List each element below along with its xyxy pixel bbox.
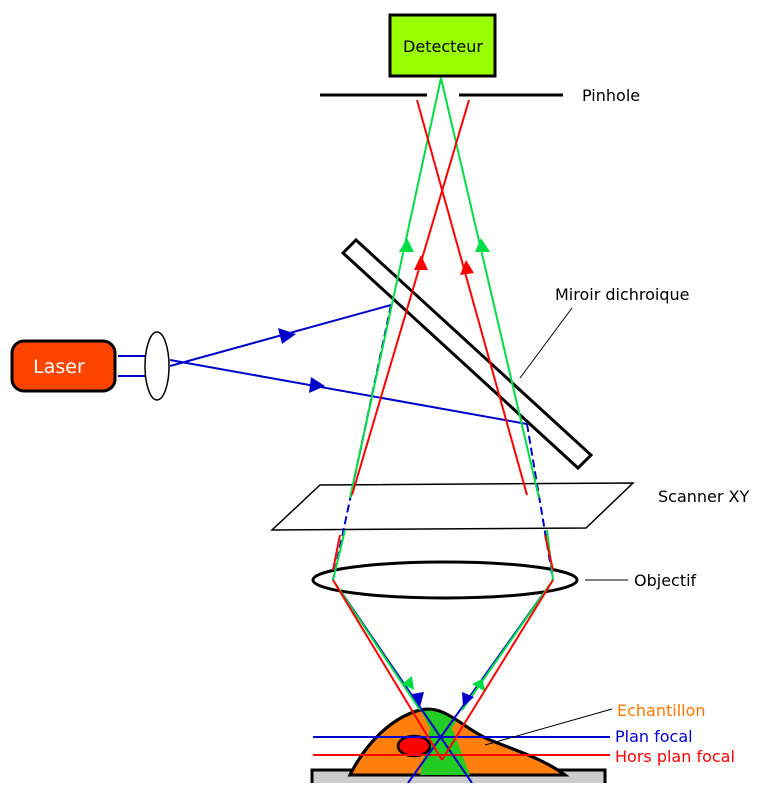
objective-label: Objectif xyxy=(634,571,697,590)
detector-label: Detecteur xyxy=(403,37,483,56)
scanner-label: Scanner XY xyxy=(658,487,750,506)
out-of-focus-object xyxy=(396,734,432,758)
in-focus-emission xyxy=(332,77,554,711)
sample xyxy=(347,707,570,777)
laser-source xyxy=(10,339,117,393)
laser-label: Laser xyxy=(33,356,85,378)
sample-label: Echantillon xyxy=(617,701,706,720)
green-arrow-1 xyxy=(399,238,414,252)
focal-plane-label: Plan focal xyxy=(615,727,693,746)
pinhole-label: Pinhole xyxy=(582,86,640,105)
out-of-focus-plane-label: Hors plan focal xyxy=(615,747,735,766)
laser-lens xyxy=(144,331,170,401)
beam-arrow-1 xyxy=(278,328,296,344)
red-arrow-2 xyxy=(460,260,474,275)
scanner-xy xyxy=(270,482,635,531)
red-arrow-1 xyxy=(414,255,428,270)
blue-arrow-4 xyxy=(462,692,474,707)
detector xyxy=(388,13,497,78)
blue-arrow-3 xyxy=(412,692,424,707)
out-of-focus-emission xyxy=(332,99,554,761)
beam-arrow-2 xyxy=(309,377,325,393)
mirror-pointer xyxy=(519,307,573,379)
green-arrow-3 xyxy=(402,676,414,690)
mirror-label: Miroir dichroique xyxy=(555,285,690,304)
green-arrow-4 xyxy=(472,679,486,692)
objective-lens xyxy=(311,560,579,600)
green-arrow-2 xyxy=(475,238,490,252)
sample-pointer xyxy=(484,708,613,746)
excitation-beam-upper xyxy=(118,304,554,581)
